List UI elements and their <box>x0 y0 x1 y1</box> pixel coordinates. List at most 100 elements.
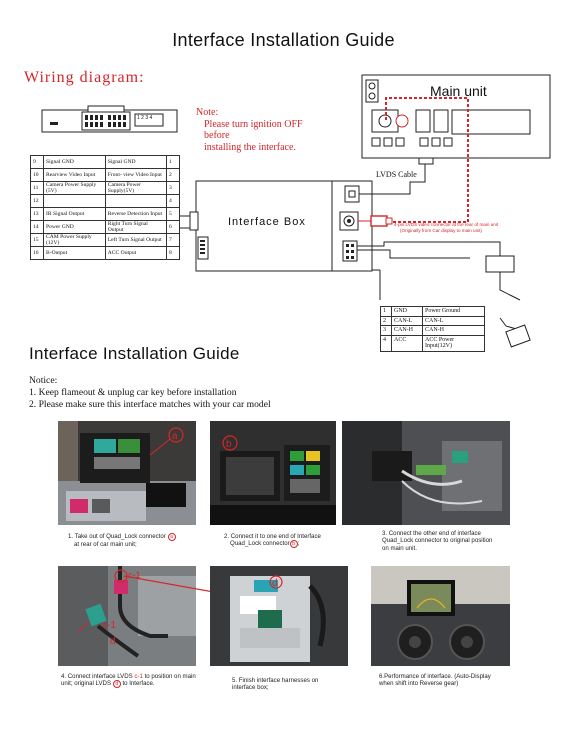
table-cell: Right Turn Signal Output <box>104 220 168 234</box>
marker-c1-icon: c-1 <box>134 673 143 680</box>
main-unit-label: Main unit <box>430 83 487 99</box>
table-cell: 4 <box>166 194 180 208</box>
photo-label-a: a <box>172 431 178 442</box>
table-cell: ACC Output <box>104 246 168 260</box>
table-cell: ACC Power Input(12V) <box>422 334 485 352</box>
table-cell: 2 <box>166 168 180 182</box>
step-4-caption: 4. Connect interface LVDS c-1 to positio… <box>61 673 196 689</box>
interface-box-label: Interface Box <box>228 216 306 228</box>
table-cell: 8 <box>166 246 180 260</box>
table-cell: 6 <box>166 220 180 234</box>
table-cell: 5 <box>166 207 180 221</box>
table-cell: CAN-L <box>422 315 485 327</box>
step-2-caption: 2. Connect it to one end of Interface Qu… <box>224 533 344 549</box>
table-cell: 4 <box>380 334 392 352</box>
table-cell: Signal GND <box>104 155 168 169</box>
marker-d-icon: d <box>112 680 121 689</box>
step-2-caption-a: 2. Connect it to one end of Interface <box>224 533 321 540</box>
notice-item: 1. Keep flameout & unplug car key before… <box>29 387 237 398</box>
step-3-photo <box>342 421 510 525</box>
step-2-caption-b: Quad_Lock connector <box>230 540 290 548</box>
table-cell: 3 <box>380 325 392 336</box>
table-cell: Power GND <box>43 220 106 234</box>
step-2-caption-c: ; <box>297 540 300 548</box>
table-cell: Left Turn Signal Output <box>104 233 168 247</box>
step-4-caption-a: 4. Connect interface LVDS <box>61 673 133 680</box>
note-line-1: Please turn ignition OFF <box>204 118 303 130</box>
step-1-caption-b: at rear of car main unit; <box>74 541 137 548</box>
marker-b-icon: b <box>289 540 298 549</box>
step-1-caption-a: 1. Take out of Quad_Lock connector <box>68 533 166 540</box>
table-cell: Power Ground <box>422 306 485 317</box>
note-line-3: installing the interface. <box>204 141 296 153</box>
table-cell: Camera Power Supply(5V) <box>104 181 168 195</box>
notice-block: Notice: 1. Keep flameout & unplug car ke… <box>29 375 271 411</box>
table-cell: 16 <box>30 246 44 260</box>
table-cell: B-Output <box>43 246 106 260</box>
wiring-diagram <box>41 74 551 348</box>
table-cell: Signal GND <box>43 155 106 169</box>
step-2-photo: b <box>210 421 336 525</box>
table-cell <box>43 194 106 208</box>
notice-title: Notice: <box>29 375 58 386</box>
table-row: 12 4 <box>30 194 180 208</box>
photo-label-b: b <box>226 439 232 450</box>
table-cell: 9 <box>30 155 44 169</box>
table-cell: CAM Power Supply (12V) <box>43 233 106 247</box>
lvds-connector-note: 4-pin LVDS video connector at the rear o… <box>394 222 498 234</box>
table-cell: CAN-H <box>422 325 485 336</box>
step-4-caption-c: to Interface. <box>122 680 155 688</box>
step-1-photo: a <box>58 421 196 525</box>
table-cell <box>104 194 168 208</box>
step-3-caption: 3. Connect the other end of interface Qu… <box>382 530 493 552</box>
table-cell: Front- view Video Input <box>104 168 168 182</box>
table-cell: IR Signal Output <box>43 207 106 221</box>
step-6-photo <box>371 566 510 666</box>
connector-pin-numbers: 1 2 3 4 <box>137 115 153 121</box>
table-cell: 7 <box>166 233 180 247</box>
table-cell: 1 <box>166 155 180 169</box>
table-cell: 12 <box>30 194 44 208</box>
table-cell: 3 <box>166 181 180 195</box>
photo-label-c1-lower: c-1 <box>102 620 116 631</box>
table-cell: 11 <box>30 181 44 195</box>
table-cell: GND <box>391 306 423 317</box>
step-4-caption-b: to position on main unit; original LVDS <box>61 673 196 688</box>
guide-title: Interface Installation Guide <box>29 344 240 363</box>
table-cell: Camera Power Supply (5V) <box>43 181 106 195</box>
notice-item: 2. Please make sure this interface match… <box>29 399 271 410</box>
table-cell: CAN-L <box>391 315 423 327</box>
table-cell: ACC <box>391 334 423 352</box>
wiring-diagram-label: Wiring diagram: <box>24 69 145 86</box>
note-line-2: before <box>204 130 230 141</box>
photo-label-d: d <box>110 636 116 647</box>
photo-label-d2: d <box>272 578 278 589</box>
table-cell: 13 <box>30 207 44 221</box>
note-title: Note: <box>196 107 219 118</box>
ignition-note: Note: Please turn ignition OFF before in… <box>196 107 303 153</box>
step-1-caption: 1. Take out of Quad_Lock connector a at … <box>68 533 196 548</box>
table-cell: CAN-H <box>391 325 423 336</box>
table-cell: 2 <box>380 315 392 327</box>
table-cell: 15 <box>30 233 44 247</box>
lvds-cable-label: LVDS Cable <box>376 170 417 179</box>
table-cell: 10 <box>30 168 44 182</box>
marker-a-icon: a <box>167 533 176 541</box>
step-5-caption: 5. Finish interface harnesses on interfa… <box>232 677 319 692</box>
page-title: Interface Installation Guide <box>172 30 395 50</box>
16-pin-connector-icon <box>41 105 178 133</box>
lvds-note-line-2: (Originally from Car display to main uni… <box>400 228 482 233</box>
